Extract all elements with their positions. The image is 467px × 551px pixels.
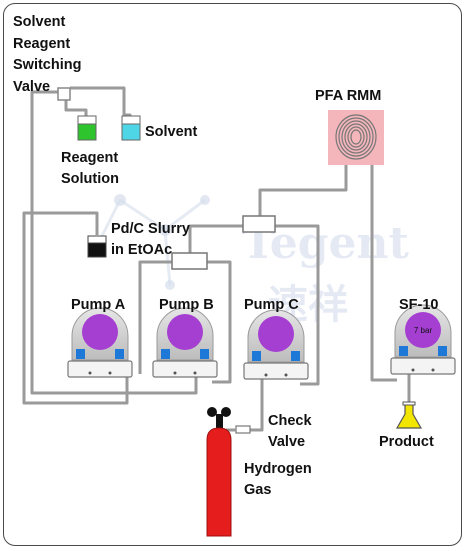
valve-label-4: Valve <box>13 79 50 95</box>
pump-a <box>67 307 133 378</box>
mixer-1 <box>171 252 208 270</box>
pressure-readout: 7 bar <box>414 326 433 335</box>
reagent-label-1: Reagent <box>61 150 118 166</box>
hydrogen-label-1: Hydrogen <box>244 461 312 477</box>
hydrogen-cylinder <box>206 407 232 537</box>
product-flask <box>395 401 423 429</box>
reagent-label-2: Solution <box>61 171 119 187</box>
check-valve-label-1: Check <box>268 413 312 429</box>
valve-label-3: Switching <box>13 57 81 73</box>
reagent-bottle <box>77 115 97 141</box>
rmm-label: PFA RMM <box>315 88 381 104</box>
pump-b-label: Pump B <box>159 297 214 313</box>
sf10-label: SF-10 <box>399 297 439 313</box>
diagram-frame <box>3 3 462 546</box>
hydrogen-label-2: Gas <box>244 482 271 498</box>
pump-b <box>152 307 218 378</box>
pump-a-label: Pump A <box>71 297 126 313</box>
solvent-label: Solvent <box>145 124 198 140</box>
slurry-label-2: in EtOAc <box>111 242 172 258</box>
pump-c <box>243 309 309 380</box>
pfa-rmm <box>328 110 384 165</box>
pump-sf10: 7 bar <box>390 304 456 375</box>
slurry-label-1: Pd/C Slurry <box>111 221 190 237</box>
check-valve-label-2: Valve <box>268 434 305 450</box>
mixer-2 <box>242 215 276 233</box>
solvent-bottle <box>121 115 141 141</box>
pump-c-label: Pump C <box>244 297 299 313</box>
valve-label-2: Reagent <box>13 36 70 52</box>
slurry-vial <box>87 235 107 258</box>
watermark: Tegent 速祥 <box>90 194 409 328</box>
check-valve <box>235 425 251 434</box>
valve-label-1: Solvent <box>13 14 66 30</box>
product-label: Product <box>379 434 434 450</box>
switching-valve <box>57 87 71 101</box>
